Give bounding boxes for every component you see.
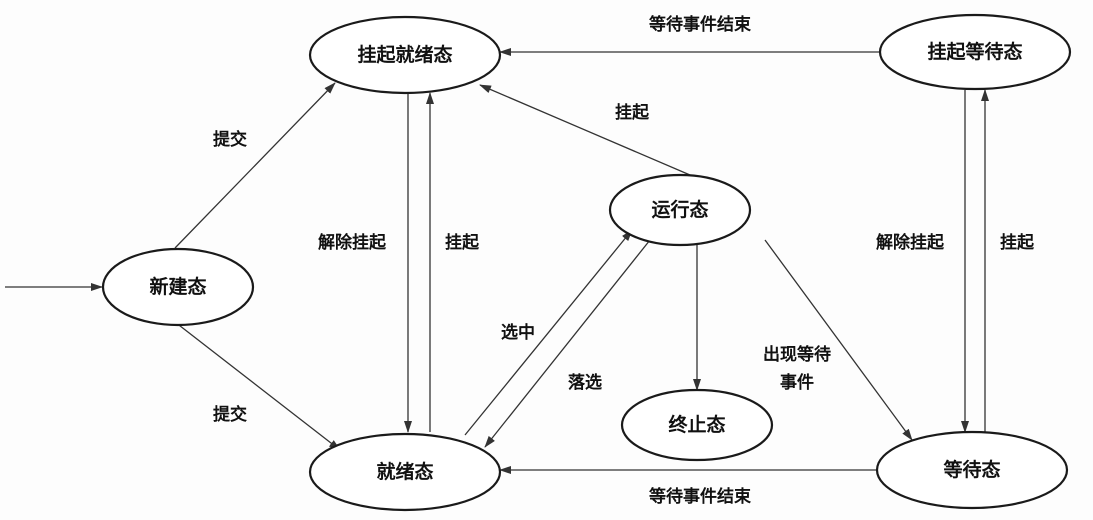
state-node-suspended-wait: 挂起等待态 xyxy=(878,13,1072,91)
edge-label: 等待事件结束 xyxy=(649,486,751,507)
state-ellipse xyxy=(308,432,502,512)
state-node-running: 运行态 xyxy=(608,173,752,247)
state-label: 就绪态 xyxy=(376,460,433,483)
edge-label: 解除挂起 xyxy=(318,232,387,253)
state-ellipse xyxy=(875,430,1069,510)
state-ellipse xyxy=(308,15,502,95)
edge-label: 等待事件结束 xyxy=(649,14,751,35)
edge-arrow-running-to-waiting xyxy=(764,239,913,441)
edge-label: 落选 xyxy=(568,373,602,393)
state-ellipse xyxy=(620,388,774,462)
state-node-waiting: 等待态 xyxy=(875,430,1069,510)
state-ellipse xyxy=(878,13,1072,91)
state-ellipse xyxy=(101,247,255,327)
edge-label: 提交 xyxy=(213,404,247,425)
edge-label: 解除挂起 xyxy=(876,232,945,253)
state-node-new: 新建态 xyxy=(101,247,255,327)
edge-label: 出现等待 xyxy=(763,344,831,365)
state-ellipse xyxy=(608,173,752,247)
edge-arrow-running-to-ready xyxy=(484,239,651,448)
state-label: 挂起就绪态 xyxy=(357,43,452,66)
state-label: 挂起等待态 xyxy=(927,40,1022,63)
edge-arrow-new-to-ready xyxy=(174,321,341,451)
state-label: 等待态 xyxy=(942,458,1000,481)
edge-label: 挂起 xyxy=(615,102,650,123)
edge-label: 挂起 xyxy=(445,232,480,253)
state-label: 新建态 xyxy=(149,275,206,298)
state-node-ready: 就绪态 xyxy=(308,432,502,512)
edge-label: 事件 xyxy=(780,372,814,393)
edge-label: 选中 xyxy=(501,322,535,343)
edge-arrow-running-to-suspended_ready xyxy=(479,84,691,176)
state-label: 终止态 xyxy=(668,413,725,436)
edge-arrow-new-to-suspended_ready xyxy=(174,82,336,249)
state-node-suspended-ready: 挂起就绪态 xyxy=(308,15,502,95)
edge-label: 提交 xyxy=(213,129,247,150)
edge-label: 挂起 xyxy=(1000,232,1035,253)
state-label: 运行态 xyxy=(651,198,708,221)
edge-arrow-ready-to-running xyxy=(464,229,633,436)
state-node-terminated: 终止态 xyxy=(620,388,774,462)
